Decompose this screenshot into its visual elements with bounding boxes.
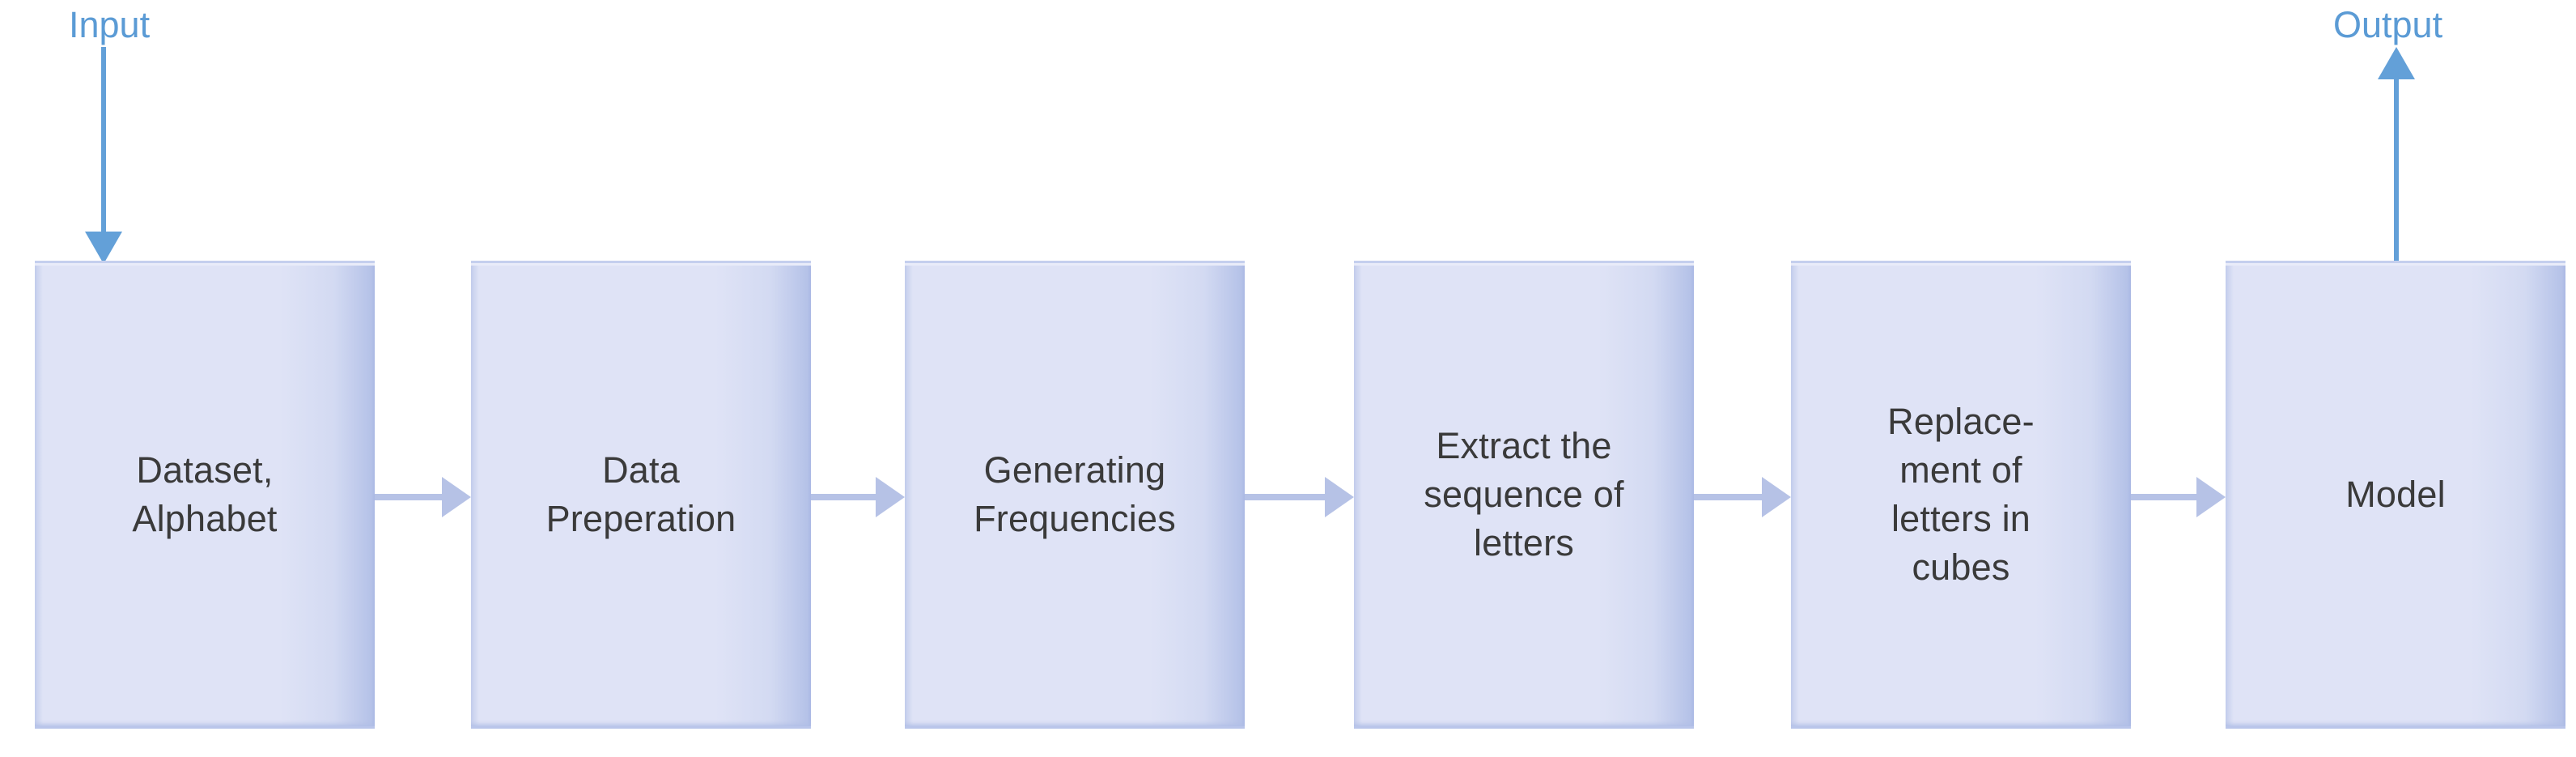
process-box-dataset-alphabet[interactable]: Dataset, Alphabet (35, 261, 375, 729)
right-arrow-icon (2131, 477, 2226, 517)
arrow-head (85, 232, 122, 264)
arrow-head (2378, 47, 2415, 79)
right-arrow-icon (1245, 477, 1354, 517)
arrow-head (442, 477, 471, 517)
arrow-shaft (2394, 76, 2399, 264)
process-box-extract-sequence-of-letters[interactable]: Extract the sequence of letters (1354, 261, 1694, 729)
up-arrow-icon (2378, 47, 2415, 264)
process-box-generating-frequencies[interactable]: Generating Frequencies (905, 261, 1245, 729)
right-arrow-icon (375, 477, 471, 517)
process-box-label: Extract the sequence of letters (1424, 425, 1624, 563)
arrow-shaft (1694, 494, 1762, 500)
input-label: Input (69, 4, 151, 45)
arrow-head (2196, 477, 2226, 517)
arrow-shaft (2131, 494, 2196, 500)
down-arrow-icon (85, 47, 122, 264)
arrow-head (1325, 477, 1354, 517)
process-box-data-preperation[interactable]: Data Preperation (471, 261, 811, 729)
arrow-shaft (1245, 494, 1325, 500)
process-box-label: Dataset, Alphabet (132, 449, 278, 539)
arrow-shaft (101, 47, 106, 235)
right-arrow-icon (1694, 477, 1791, 517)
process-box-label: Replace- ment of letters in cubes (1887, 401, 2035, 588)
process-box-model[interactable]: Model (2226, 261, 2565, 729)
process-box-label: Generating Frequencies (974, 449, 1176, 539)
process-box-label: Model (2345, 474, 2446, 516)
arrow-shaft (811, 494, 876, 500)
arrow-shaft (375, 494, 442, 500)
right-arrow-icon (811, 477, 905, 517)
output-label: Output (2333, 4, 2443, 45)
process-box-label: Data Preperation (545, 449, 736, 539)
arrow-head (1762, 477, 1791, 517)
arrow-head (876, 477, 905, 517)
process-box-replacement-of-letters-in-cubes[interactable]: Replace- ment of letters in cubes (1791, 261, 2131, 729)
